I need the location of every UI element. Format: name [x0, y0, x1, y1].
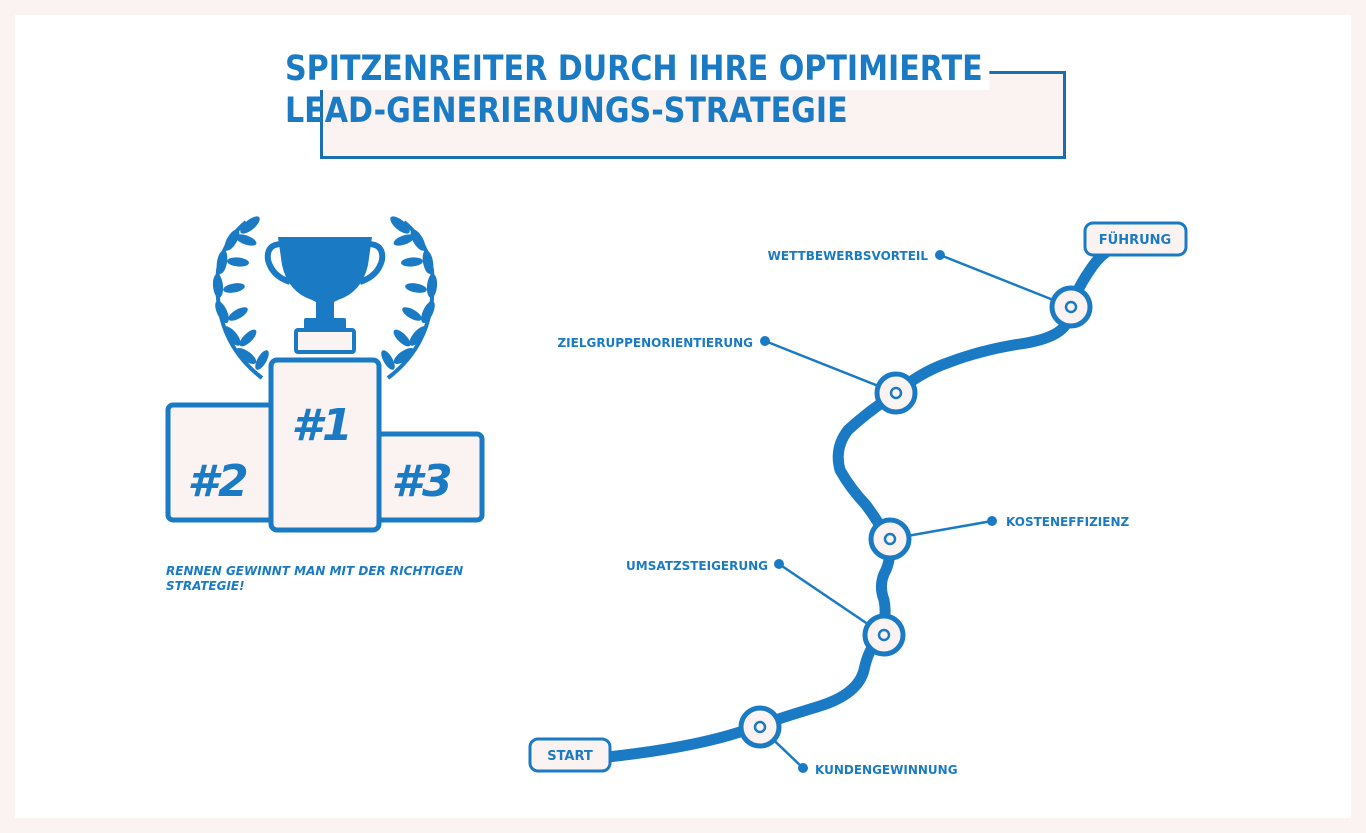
milestone-wettbewerbsvorteil: WETTBEWERBSVORTEIL: [768, 249, 1093, 329]
milestone-label-wettbewerbsvorteil: WETTBEWERBSVORTEIL: [768, 249, 929, 263]
milestone-zielgruppenorientierung: ZIELGRUPPENORIENTIERUNG: [557, 336, 918, 415]
trophy-icon: [264, 237, 386, 354]
title-line-2: LEAD-GENERIERUNGS-STRATEGIE: [285, 91, 848, 131]
podium-first-block: [268, 357, 382, 533]
road-path: [602, 244, 1116, 763]
podium-third-label: #3: [391, 456, 452, 507]
podium-second-label: #2: [187, 456, 248, 507]
milestone-kosteneffizienz: KOSTENEFFIZIENZ: [868, 515, 1129, 561]
milestone-label-kundengewinnung: KUNDENGEWINNUNG: [815, 763, 958, 777]
milestone-kundengewinnung: KUNDENGEWINNUNG: [738, 705, 958, 777]
milestone-label-zielgruppenorientierung: ZIELGRUPPENORIENTIERUNG: [557, 336, 753, 350]
milestone-label-kosteneffizienz: KOSTENEFFIZIENZ: [1006, 515, 1129, 529]
start-pill: START: [528, 737, 612, 773]
podium: #1 #2 #3: [165, 357, 485, 533]
podium-first-label: #1: [291, 400, 352, 451]
page-title: SPITZENREITER DURCH IHRE OPTIMIERTE LEAD…: [285, 48, 990, 132]
title-line-1: SPITZENREITER DURCH IHRE OPTIMIERTE: [285, 48, 990, 90]
finish-label: FÜHRUNG: [1099, 232, 1171, 248]
milestone-label-umsatzsteigerung: UMSATZSTEIGERUNG: [626, 559, 768, 573]
milestone-umsatzsteigerung: UMSATZSTEIGERUNG: [626, 559, 906, 657]
tagline: RENNEN GEWINNT MAN MIT DER RICHTIGEN STR…: [166, 564, 464, 593]
laurel-left-icon: [212, 216, 269, 380]
start-label: START: [547, 749, 593, 764]
laurel-right-icon: [381, 216, 438, 380]
finish-pill: FÜHRUNG: [1083, 221, 1188, 257]
